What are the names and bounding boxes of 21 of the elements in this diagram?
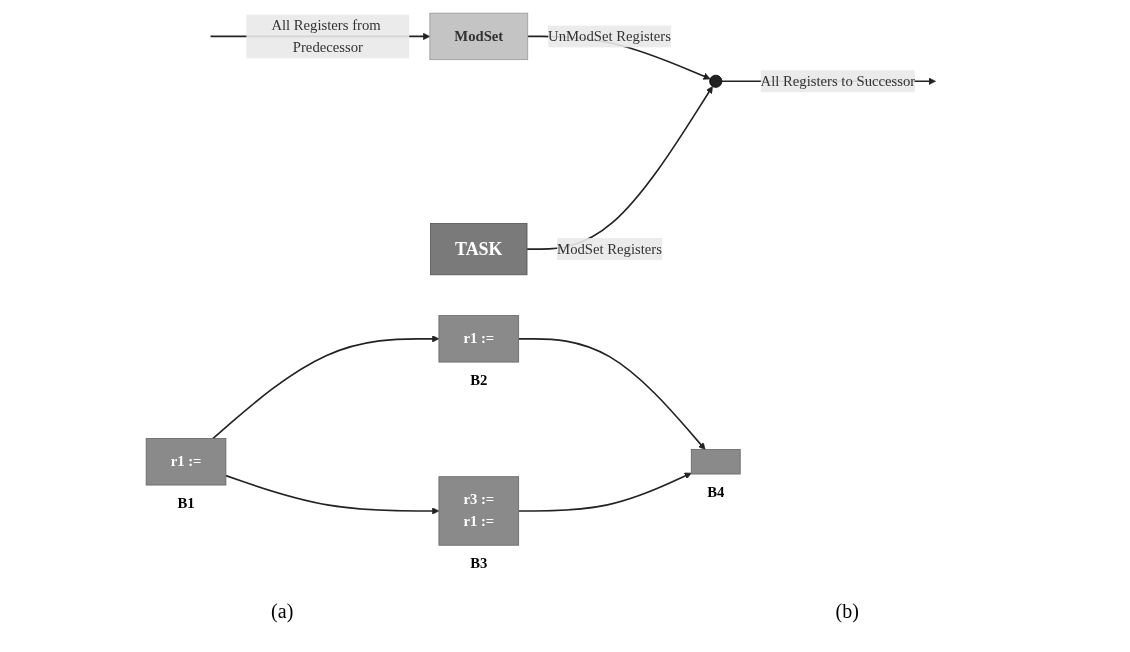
edge-label: UnModSet Registers [547, 27, 671, 45]
node-label: B1 [177, 494, 195, 512]
node-box: TASK [429, 223, 528, 276]
node-label: B2 [469, 371, 488, 389]
arrow [517, 338, 706, 450]
node-box: r3 := r1 := [438, 476, 519, 546]
arrow [211, 335, 439, 440]
arrow [224, 474, 439, 515]
panel-label: (b) [835, 600, 859, 623]
node-circle [708, 74, 722, 88]
node-box: r1 := [438, 315, 519, 363]
arrow [517, 472, 692, 512]
node-box: r1 := [145, 438, 226, 486]
edge-label: All Registers from Predecessor [271, 16, 381, 56]
node-label: B3 [469, 555, 488, 572]
edge-label: All Registers to Successor [760, 72, 915, 90]
node-box [690, 449, 741, 475]
node-box: ModSet [429, 12, 528, 61]
panel-label: (a) [271, 600, 294, 623]
edge-label: ModSet Registers [556, 240, 662, 257]
node-label: B4 [706, 483, 724, 501]
